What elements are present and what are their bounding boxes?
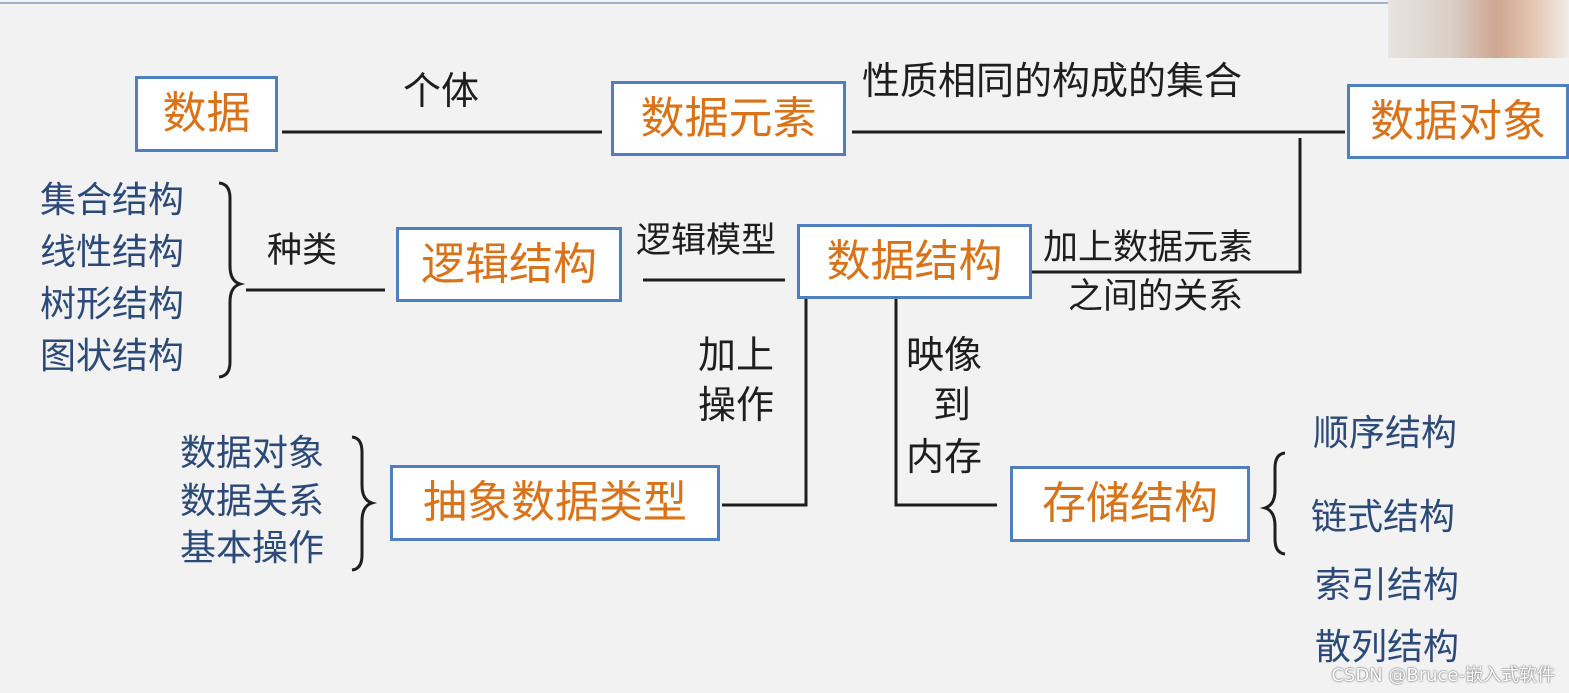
node-data-structure: 数据结构: [797, 224, 1032, 299]
adt-part-item: 数据对象: [180, 433, 325, 474]
node-data-element: 数据元素: [611, 81, 846, 156]
edge-structure-to-adt: [722, 298, 808, 507]
node-storage-structure: 存储结构: [1010, 466, 1250, 542]
label-add-ops-line2: 操作: [698, 383, 775, 427]
logical-kind-item: 集合结构: [40, 180, 185, 221]
edge-structure-to-storage: [894, 298, 997, 507]
label-same-nature-set: 性质相同的构成的集合: [862, 59, 1243, 103]
label-kinds: 种类: [267, 231, 338, 271]
node-data: 数据: [135, 76, 278, 152]
logical-kind-item: 线性结构: [40, 232, 185, 273]
node-adt: 抽象数据类型: [390, 465, 720, 541]
webcam-overlay: [1388, 0, 1569, 58]
label-individual: 个体: [403, 69, 480, 113]
adt-part-item: 基本操作: [180, 528, 325, 569]
label-add-ops-line1: 加上: [698, 333, 775, 377]
label-map-line2: 到: [932, 383, 971, 427]
storage-kind-item: 顺序结构: [1313, 413, 1458, 454]
logical-kind-item: 图状结构: [40, 336, 185, 377]
logical-kinds-brace: [218, 181, 246, 379]
top-border-line: [0, 2, 1390, 4]
label-map-line1: 映像: [906, 333, 983, 377]
storage-kind-item: 散列结构: [1315, 627, 1460, 668]
node-data-object: 数据对象: [1347, 84, 1569, 159]
edge-object-to-structure: [1032, 138, 1302, 274]
storage-kind-item: 索引结构: [1315, 565, 1460, 606]
node-logical-structure: 逻辑结构: [396, 227, 622, 302]
logical-kind-item: 树形结构: [40, 284, 185, 325]
label-map-line3: 内存: [906, 435, 983, 479]
label-add-relations-line1: 加上数据元素: [1043, 228, 1254, 268]
label-add-relations-line2: 之间的关系: [1068, 277, 1244, 317]
watermark: CSDN @Bruce-嵌入式软件: [1331, 665, 1555, 686]
storage-kind-item: 链式结构: [1311, 497, 1456, 538]
storage-kinds-brace: [1259, 451, 1286, 556]
label-logic-model: 逻辑模型: [636, 221, 777, 261]
adt-part-item: 数据关系: [180, 481, 325, 522]
adt-parts-brace: [351, 435, 378, 572]
